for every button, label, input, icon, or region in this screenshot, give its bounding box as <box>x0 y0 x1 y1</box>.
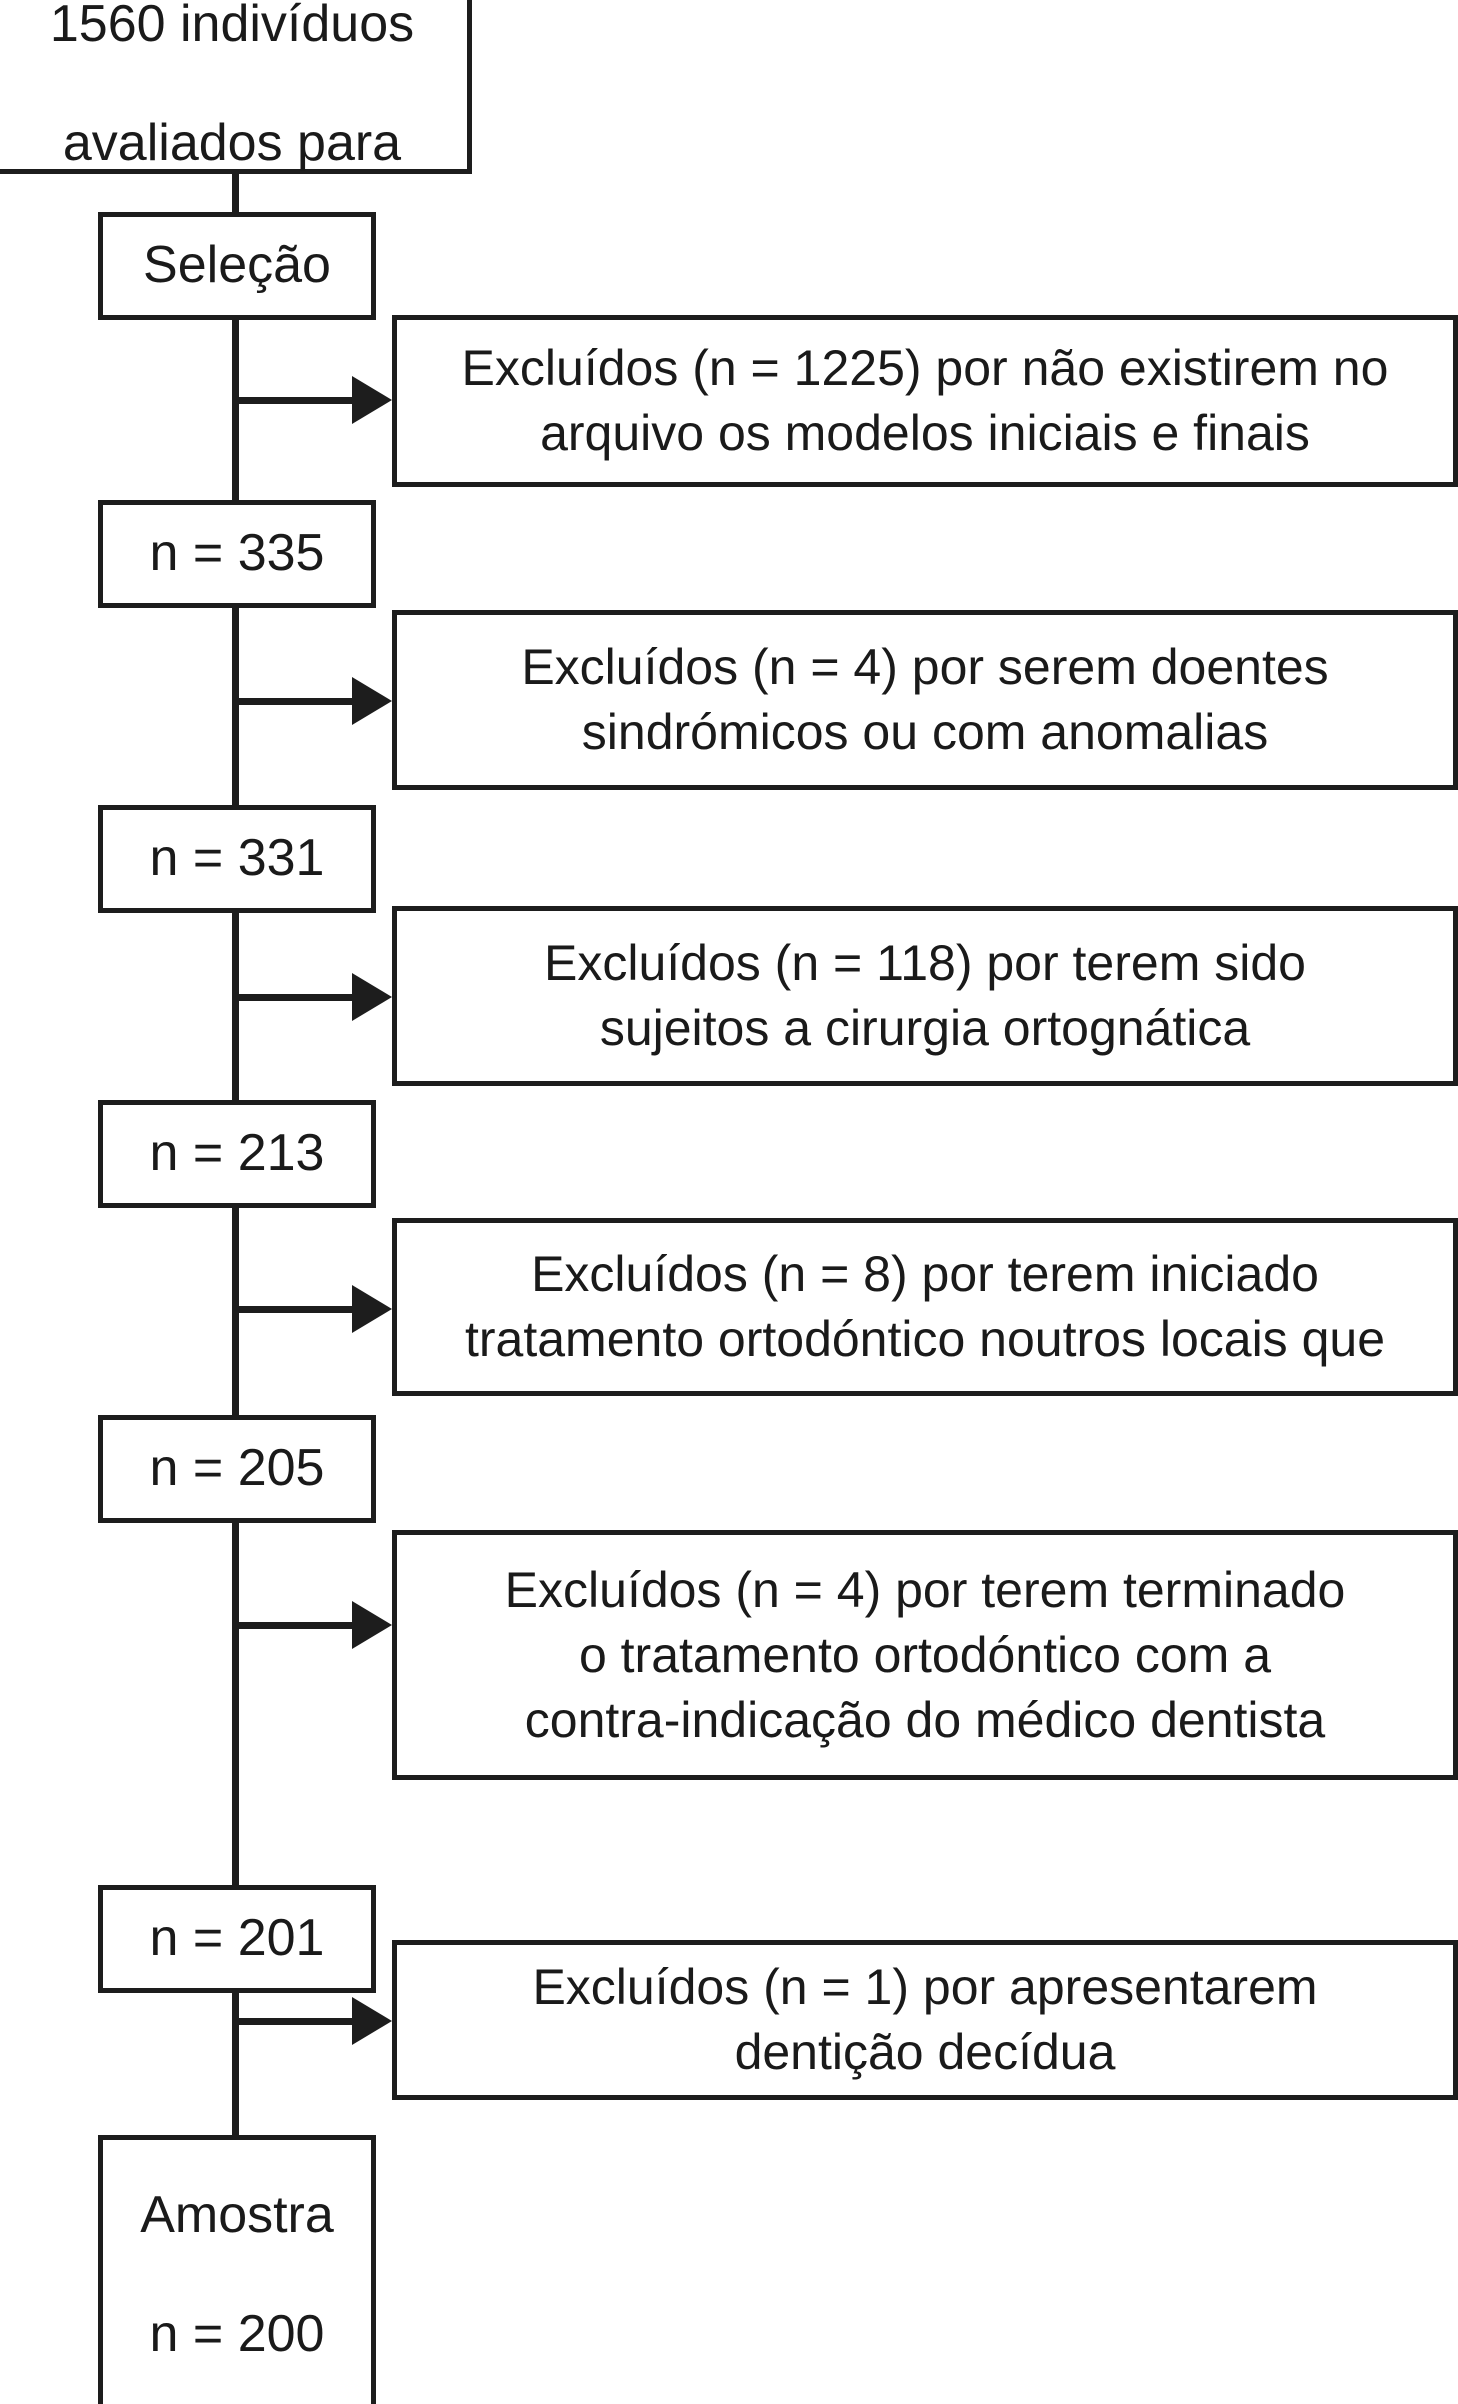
arrow-head-excl4a <box>352 677 392 725</box>
flow-node-n331: n = 331 <box>98 805 376 913</box>
arrow-line-excl118 <box>236 994 360 1001</box>
connector-n205-to-n201 <box>232 1518 239 1892</box>
arrow-head-excl1 <box>352 1997 392 2045</box>
exclusion-node-8-line-1: Excluídos (n = 8) por terem iniciado <box>531 1246 1319 1302</box>
flow-node-assessed: 1560 indivíduos avaliados para <box>0 0 472 174</box>
arrow-head-excl118 <box>352 973 392 1021</box>
arrow-line-excl4b <box>236 1622 360 1629</box>
flow-node-assessed-line-2: avaliados para <box>62 114 402 172</box>
exclusion-node-4-sindromicos-line-2: sindrómicos ou com anomalias <box>581 704 1269 760</box>
arrow-line-excl1225 <box>236 397 360 404</box>
flow-node-n213-label: n = 213 <box>149 1124 325 1183</box>
arrow-line-excl1 <box>236 2018 360 2025</box>
arrow-line-excl4a <box>236 698 360 705</box>
flow-node-selecao-label: Seleção <box>143 236 331 295</box>
exclusion-node-4-terminado-line-2: o tratamento ortodóntico com a <box>578 1626 1272 1683</box>
connector-n331-to-n213 <box>232 908 239 1106</box>
flow-node-n331-label: n = 331 <box>149 829 325 888</box>
flow-node-n201: n = 201 <box>98 1885 376 1993</box>
exclusion-node-1225-line-1: Excluídos (n = 1225) por não existirem n… <box>461 340 1389 396</box>
flow-node-selecao: Seleção <box>98 212 376 320</box>
flow-node-assessed-line-1: 1560 indivíduos <box>49 0 415 53</box>
arrow-line-excl8 <box>236 1306 360 1313</box>
connector-n335-to-n331 <box>232 603 239 811</box>
connector-n213-to-n205 <box>232 1204 239 1422</box>
exclusion-node-4-sindromicos: Excluídos (n = 4) por serem doentes sind… <box>392 610 1458 790</box>
arrow-head-excl8 <box>352 1285 392 1333</box>
flow-node-n335: n = 335 <box>98 500 376 608</box>
flow-node-amostra-count: n = 200 <box>149 2305 325 2363</box>
exclusion-node-4-sindromicos-line-1: Excluídos (n = 4) por serem doentes <box>521 639 1329 695</box>
exclusion-node-118-line-2: sujeitos a cirurgia ortognática <box>599 1000 1251 1056</box>
connector-n201-to-amostra <box>232 1988 239 2140</box>
flow-node-n205-label: n = 205 <box>149 1439 325 1498</box>
exclusion-node-8-line-2: tratamento ortodóntico noutros locais qu… <box>465 1311 1385 1367</box>
arrow-head-excl4b <box>352 1601 392 1649</box>
flow-node-n335-label: n = 335 <box>149 524 325 583</box>
exclusion-node-1-line-2: dentição decídua <box>734 2024 1116 2080</box>
exclusion-node-1-line-1: Excluídos (n = 1) por apresentarem <box>532 1959 1318 2015</box>
exclusion-node-4-terminado-line-1: Excluídos (n = 4) por terem terminado <box>504 1561 1346 1618</box>
flow-node-n205: n = 205 <box>98 1415 376 1523</box>
exclusion-node-118-line-1: Excluídos (n = 118) por terem sido <box>544 935 1306 991</box>
arrow-head-excl1225 <box>352 376 392 424</box>
exclusion-node-1225-line-2: arquivo os modelos iniciais e finais <box>540 405 1310 461</box>
exclusion-node-8: Excluídos (n = 8) por terem iniciado tra… <box>392 1218 1458 1396</box>
exclusion-node-1225: Excluídos (n = 1225) por não existirem n… <box>392 315 1458 487</box>
flow-node-amostra: Amostra n = 200 <box>98 2135 376 2404</box>
exclusion-node-4-terminado: Excluídos (n = 4) por terem terminado o … <box>392 1530 1458 1780</box>
flow-node-amostra-title: Amostra <box>140 2185 334 2244</box>
connector-assessed-to-selecao <box>232 172 239 217</box>
connector-selecao-to-n335 <box>232 318 239 508</box>
flow-node-n213: n = 213 <box>98 1100 376 1208</box>
flow-node-n201-label: n = 201 <box>149 1909 325 1968</box>
exclusion-node-118: Excluídos (n = 118) por terem sido sujei… <box>392 906 1458 1086</box>
exclusion-node-4-terminado-line-3: contra-indicação do médico dentista <box>524 1691 1326 1748</box>
exclusion-node-1: Excluídos (n = 1) por apresentarem denti… <box>392 1940 1458 2100</box>
